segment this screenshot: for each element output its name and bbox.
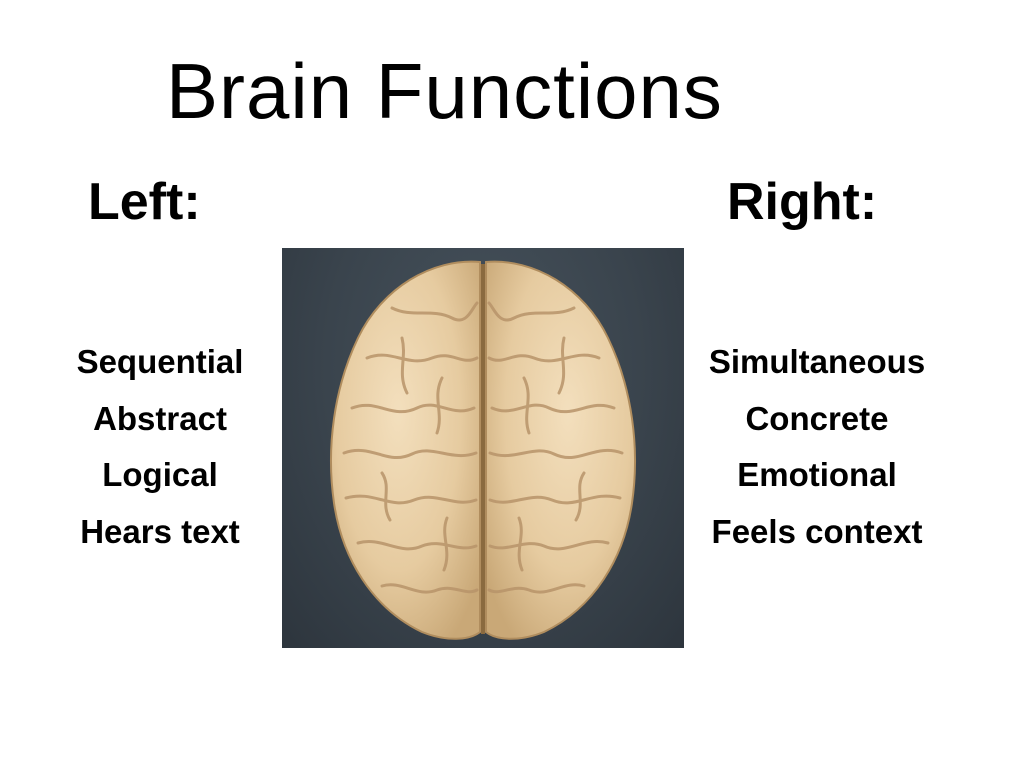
right-heading: Right: — [727, 173, 878, 231]
slide-title: Brain Functions — [166, 47, 723, 135]
left-functions-list: Sequential Abstract Logical Hears text — [40, 334, 280, 560]
left-heading: Left: — [88, 173, 201, 231]
list-item: Emotional — [737, 456, 897, 493]
brain-icon — [330, 260, 636, 640]
list-item: Sequential — [76, 343, 244, 380]
list-item: Hears text — [80, 512, 240, 550]
list-item: Feels context — [711, 512, 923, 550]
list-item: Abstract — [93, 399, 227, 437]
list-item: Simultaneous — [708, 343, 926, 380]
list-item: Logical — [102, 456, 218, 493]
brain-image — [282, 248, 684, 648]
right-functions-list: Simultaneous Concrete Emotional Feels co… — [694, 334, 940, 560]
list-item: Concrete — [745, 399, 889, 437]
